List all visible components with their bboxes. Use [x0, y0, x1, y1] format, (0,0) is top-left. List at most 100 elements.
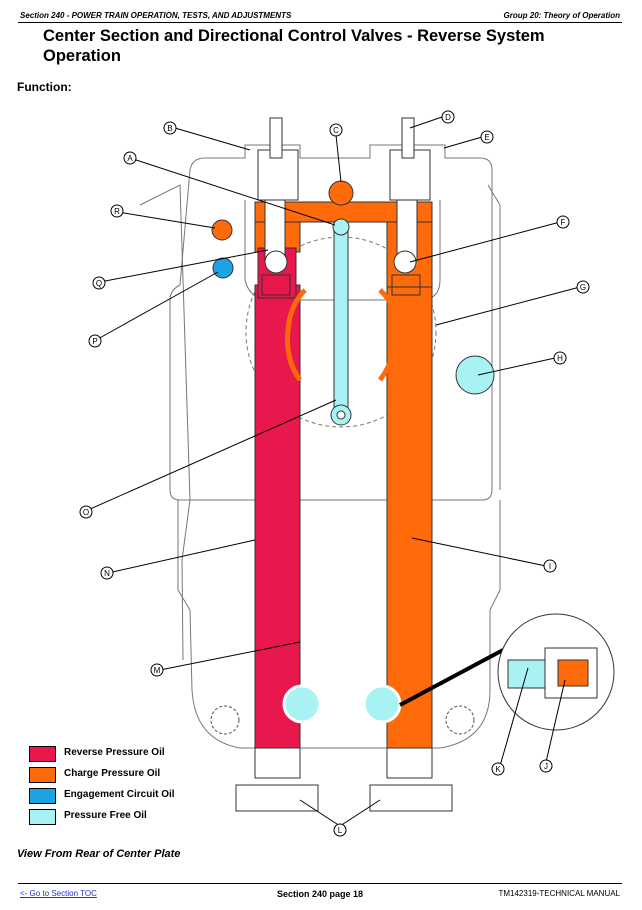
svg-text:G: G: [580, 283, 586, 292]
free-oil-port-a: [332, 218, 350, 236]
leader-m: [159, 641, 301, 671]
lower-port-left: [282, 684, 322, 724]
function-label: Function:: [17, 80, 72, 94]
lower-plate-outline: [177, 500, 501, 749]
svg-text:C: C: [333, 126, 339, 135]
page-number: Section 240 page 18: [276, 889, 364, 899]
leader-b: [174, 127, 251, 151]
leader-p: [95, 271, 219, 341]
callout-f: F: [556, 215, 570, 229]
callout-r: R: [110, 204, 124, 218]
svg-text:B: B: [167, 124, 172, 133]
title-line-1: Center Section and Directional Control V…: [43, 27, 545, 45]
svg-text:Q: Q: [96, 279, 102, 288]
left-valve-seat: [261, 274, 291, 296]
callouts: A B C D E F G H I J K L M N O P Q R: [79, 110, 590, 837]
legend-label-charge: Charge Pressure Oil: [64, 768, 161, 779]
svg-text:D: D: [445, 113, 451, 122]
inner-outline-left: [139, 184, 191, 661]
leader-l-right: [339, 799, 381, 827]
dashed-circle: [245, 236, 437, 428]
lower-port-right: [362, 684, 402, 724]
leader-h: [477, 357, 556, 376]
legend-swatch-charge: [29, 767, 56, 783]
free-oil-port-h: [455, 355, 495, 395]
free-oil-link: [333, 221, 349, 418]
callout-p: P: [88, 334, 102, 348]
bolt-hole-left: [210, 705, 240, 735]
svg-text:R: R: [114, 207, 120, 216]
legend-swatch-free: [29, 809, 56, 825]
callout-b: B: [163, 121, 177, 135]
left-fitting: [254, 747, 301, 779]
header-section: Section 240 - POWER TRAIN OPERATION, TES…: [20, 11, 292, 20]
manual-id: TM142319-TECHNICAL MANUAL: [498, 889, 620, 898]
charge-port-c: [328, 180, 354, 206]
page-footer: <- Go to Section TOC Section 240 page 18…: [18, 883, 622, 904]
svg-text:E: E: [484, 133, 489, 142]
callout-j: J: [539, 759, 553, 773]
callout-c: C: [329, 123, 343, 137]
left-valve-stem: [269, 117, 283, 159]
callout-d: D: [441, 110, 455, 124]
legend-swatch-engagement: [29, 788, 56, 804]
leader-d: [409, 116, 443, 129]
leader-j: [545, 679, 566, 763]
svg-text:O: O: [83, 508, 89, 517]
svg-text:J: J: [544, 762, 548, 771]
right-valve-stem: [401, 117, 415, 159]
detail-screen: [507, 659, 549, 689]
charge-passage: [386, 284, 433, 756]
right-fitting: [386, 747, 433, 779]
callout-o: O: [79, 505, 93, 519]
inner-outline-right: [487, 184, 501, 490]
svg-text:P: P: [92, 337, 97, 346]
callout-n: N: [100, 566, 114, 580]
callout-i: I: [543, 559, 557, 573]
free-oil-pivot-hole: [336, 410, 346, 420]
leader-i: [411, 537, 547, 567]
detail-leader: [399, 648, 504, 707]
reverse-passage: [254, 284, 301, 756]
leader-l-left: [299, 799, 341, 827]
left-check-ball: [264, 250, 288, 274]
leader-n: [107, 539, 256, 574]
svg-text:K: K: [495, 765, 501, 774]
callout-e: E: [480, 130, 494, 144]
leader-o: [87, 399, 337, 511]
left-nut: [235, 784, 319, 812]
detail-charge: [557, 659, 589, 687]
callout-g: G: [576, 280, 590, 294]
legend-label-reverse: Reverse Pressure Oil: [64, 747, 165, 758]
svg-text:N: N: [104, 569, 110, 578]
callout-h: H: [553, 351, 567, 365]
callout-k: K: [491, 762, 505, 776]
header-group: Group 20: Theory of Operation: [503, 11, 620, 20]
bolt-hole-right: [445, 705, 475, 735]
leader-q: [99, 249, 269, 283]
callout-a: A: [123, 151, 137, 165]
right-valve-seat: [391, 274, 421, 296]
svg-text:A: A: [127, 154, 133, 163]
callout-l: L: [333, 823, 347, 837]
legend-swatch-reverse: [29, 746, 56, 762]
svg-text:M: M: [154, 666, 161, 675]
leader-e: [443, 136, 483, 149]
right-nut: [369, 784, 453, 812]
leader-g: [435, 286, 581, 326]
legend-label-engagement: Engagement Circuit Oil: [64, 789, 175, 800]
right-arc: [377, 288, 401, 382]
figure-caption: View From Rear of Center Plate: [17, 848, 181, 860]
leader-c: [335, 134, 342, 183]
page-title: Center Section and Directional Control V…: [43, 26, 603, 66]
valve-diagram: A B C D E F G H I J K L M N O P Q R: [79, 110, 615, 837]
charge-port-r: [211, 219, 233, 241]
leader-a: [129, 157, 336, 226]
page-header: Section 240 - POWER TRAIN OPERATION, TES…: [18, 8, 622, 23]
toc-link[interactable]: <- Go to Section TOC: [20, 889, 97, 898]
svg-text:H: H: [557, 354, 563, 363]
callout-q: Q: [92, 276, 106, 290]
svg-text:F: F: [561, 218, 566, 227]
leader-f: [409, 221, 561, 263]
right-check-ball: [393, 250, 417, 274]
